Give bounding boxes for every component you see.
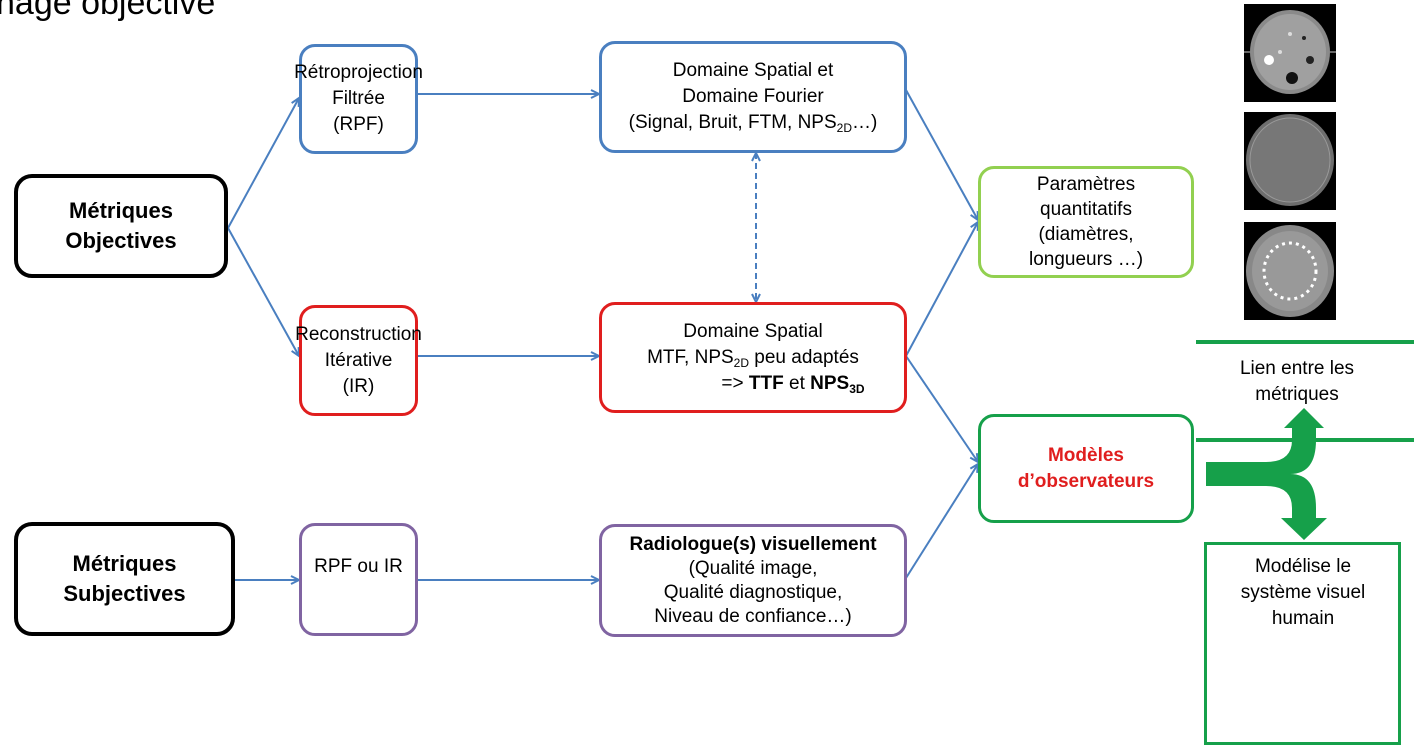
rpf-ir-label: RPF ou IR xyxy=(314,556,403,577)
fourier-line-3: (Signal, Bruit, FTM, NPS2D…) xyxy=(628,112,878,135)
modeles-line-1: Modèles xyxy=(1047,444,1125,466)
rpf-line-2: Filtrée xyxy=(332,88,385,109)
human-visual-system-box xyxy=(1204,542,1401,745)
rpf-box: Rétroprojection Filtrée (RPF) xyxy=(294,44,423,154)
objective-line-1: Métriques xyxy=(69,198,173,223)
ct-uniform-phantom-icon xyxy=(1246,114,1334,206)
rpf-line-1: Rétroprojection xyxy=(294,62,423,83)
parametres-line-4: longueurs …) xyxy=(1028,249,1144,270)
modeles-line-2: d’observateurs xyxy=(1017,470,1155,492)
spatial-domain-box: Domaine Spatial MTF, NPS2D peu adaptés =… xyxy=(599,302,907,413)
split-arrow-icon xyxy=(1206,408,1327,540)
rpf-ir-box: RPF ou IR xyxy=(299,523,418,636)
ct-phantom-icon xyxy=(1244,10,1336,94)
ct-phantom-image-3 xyxy=(1244,222,1336,320)
ct-bead-ring-phantom-icon xyxy=(1246,225,1334,317)
subjective-metrics-box: Métriques Subjectives xyxy=(14,522,235,636)
fourier-line-2: Domaine Fourier xyxy=(682,86,824,107)
radiologue-line-4: Niveau de confiance…) xyxy=(654,605,852,627)
page-title: nage objective xyxy=(0,0,216,22)
ct-phantom-image-1 xyxy=(1244,4,1336,102)
arrow-radiologue-to-modeles xyxy=(905,464,978,579)
radiologue-line-1: Radiologue(s) visuellement xyxy=(629,533,877,555)
rpf-line-3: (RPF) xyxy=(333,114,384,135)
subjective-line-2: Subjectives xyxy=(63,581,186,606)
modeles-observateurs-box: Modèles d’observateurs xyxy=(978,414,1194,523)
ir-line-1: Reconstruction xyxy=(295,323,422,345)
ct-phantom-image-2 xyxy=(1244,112,1336,210)
ir-line-3: (IR) xyxy=(342,375,375,397)
radiologue-box: Radiologue(s) visuellement (Qualité imag… xyxy=(599,524,907,637)
ir-line-2: Itérative xyxy=(324,349,393,371)
parametres-quantitatifs-box: Paramètres quantitatifs (diamètres, long… xyxy=(978,166,1194,278)
arrow-spatial-to-parametres xyxy=(905,222,978,357)
spatial-fourier-domain-box: Domaine Spatial et Domaine Fourier (Sign… xyxy=(599,41,907,153)
ir-box: Reconstruction Itérative (IR) xyxy=(295,305,422,416)
spatial-line-1: Domaine Spatial xyxy=(683,320,823,342)
arrow-objective-to-rpf xyxy=(227,98,299,229)
subjective-line-1: Métriques xyxy=(72,551,177,576)
parametres-line-1: Paramètres xyxy=(1036,174,1136,195)
arrow-fourier-to-parametres xyxy=(905,89,978,220)
objective-metrics-box: Métriques Objectives xyxy=(14,174,228,278)
spatial-line-2: MTF, NPS2D peu adaptés xyxy=(647,346,859,370)
parametres-line-3: (diamètres, xyxy=(1038,224,1134,245)
fourier-line-1: Domaine Spatial et xyxy=(672,60,834,81)
arrow-objective-to-ir xyxy=(227,227,299,356)
radiologue-line-2: (Qualité image, xyxy=(688,557,818,579)
arrow-spatial-to-modeles xyxy=(905,355,978,462)
spatial-line-3: => TTF et NPS3D xyxy=(721,372,865,396)
parametres-line-2: quantitatifs xyxy=(1040,199,1132,220)
human-visual-system-label: Modélise le système visuel humain xyxy=(1240,556,1366,629)
radiologue-line-3: Qualité diagnostique, xyxy=(663,581,843,603)
link-metrics-label: Lien entre les métriques xyxy=(1239,358,1355,405)
objective-line-2: Objectives xyxy=(65,228,177,253)
